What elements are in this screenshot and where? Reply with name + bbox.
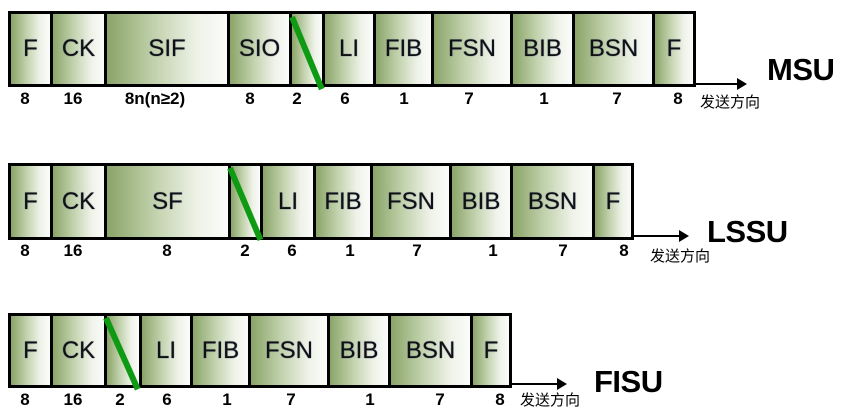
field-label: CK: [61, 35, 96, 62]
field-label: LI: [277, 187, 298, 215]
fisu-field-li: LI: [142, 316, 193, 385]
bit-count: 1: [222, 390, 232, 409]
field-label: BIB: [339, 336, 379, 364]
field-label: CK: [61, 336, 96, 364]
frame-type-title: MSU: [767, 52, 835, 87]
field-label: LI: [338, 35, 359, 62]
lssu-field-li: LI: [263, 166, 316, 237]
bit-count: 7: [558, 241, 568, 260]
bit-count: 8: [20, 89, 30, 108]
send-direction-label: 发送方向: [700, 93, 761, 111]
msu-field-ck: CK: [53, 14, 107, 84]
bit-count: 7: [412, 241, 422, 260]
fisu-field-f-open: F: [11, 316, 53, 385]
field-label: LI: [155, 336, 176, 364]
fisu-field-fsn: FSN: [251, 316, 330, 385]
send-direction-arrow-icon: [511, 378, 567, 390]
field-label: FSN: [265, 336, 313, 364]
bit-count: 8: [619, 241, 629, 260]
bit-count: 8: [495, 390, 505, 409]
send-direction-label: 发送方向: [650, 247, 711, 265]
field-label: FIB: [324, 187, 362, 215]
bit-count: 8: [673, 89, 683, 108]
bit-count: 6: [287, 241, 297, 260]
lssu-field-ck: CK: [53, 166, 107, 237]
bit-count: 1: [488, 241, 498, 260]
fisu-frame: F CK LI FIB FSN BIB BSN F: [8, 313, 512, 388]
bit-count: 6: [162, 390, 172, 409]
field-label: BIB: [461, 187, 501, 215]
bit-count: 1: [399, 89, 409, 108]
msu-field-fib: FIB: [376, 14, 434, 84]
bit-count: 1: [365, 390, 375, 409]
fisu-field-bsn: BSN: [391, 316, 473, 385]
bit-count: 8: [20, 241, 30, 260]
field-label: F: [23, 336, 38, 364]
bit-count: 2: [240, 241, 250, 260]
lssu-field-f-close: F: [595, 166, 631, 237]
field-label: FSN: [387, 187, 435, 215]
msu-field-f-close: F: [655, 14, 693, 84]
lssu-field-bib: BIB: [452, 166, 513, 237]
fisu-field-bib: BIB: [330, 316, 391, 385]
field-label: F: [483, 336, 499, 364]
lssu-field-sf: SF: [107, 166, 231, 237]
field-label: SF: [152, 187, 183, 215]
bit-count: 7: [435, 390, 445, 409]
lssu-field-fib: FIB: [316, 166, 373, 237]
bit-count: 1: [539, 89, 549, 108]
frame-type-title: LSSU: [707, 214, 788, 249]
field-label: BSN: [588, 35, 639, 62]
bit-count: 16: [63, 241, 83, 260]
bit-count: 8: [245, 89, 255, 108]
bit-count: 8n(n≥2): [124, 89, 186, 108]
bit-count: 1: [345, 241, 355, 260]
bit-count: 7: [464, 89, 474, 108]
send-direction-arrow-icon: [695, 78, 747, 90]
field-label: FIB: [384, 35, 423, 62]
bit-count: 16: [63, 390, 83, 409]
bit-count: 16: [63, 89, 83, 108]
field-label: BSN: [527, 187, 578, 215]
field-label: SIO: [238, 35, 281, 62]
lssu-field-f-open: F: [11, 166, 53, 237]
field-label: CK: [61, 187, 96, 215]
field-label: SIF: [148, 35, 186, 62]
field-label: FSN: [448, 35, 496, 62]
bit-count: 2: [115, 390, 125, 409]
msu-field-sio: SIO: [230, 14, 292, 84]
bit-count: 2: [292, 89, 302, 108]
msu-field-f-open: F: [11, 14, 53, 84]
field-label: F: [605, 187, 621, 215]
bit-count: 8: [20, 390, 30, 409]
field-label: F: [23, 35, 38, 62]
msu-field-bsn: BSN: [575, 14, 655, 84]
field-label: BIB: [523, 35, 562, 62]
msu-frame: F CK SIF SIO LI FIB FSN BIB BSN F: [8, 11, 696, 87]
bit-count: 7: [286, 390, 296, 409]
msu-field-li: LI: [325, 14, 376, 84]
fisu-field-f-close: F: [473, 316, 509, 385]
bit-count: 7: [612, 89, 622, 108]
send-direction-arrow-icon: [633, 230, 689, 242]
send-direction-label: 发送方向: [520, 391, 581, 409]
frame-type-title: FISU: [594, 364, 663, 399]
field-label: F: [23, 187, 38, 215]
field-label: BSN: [405, 336, 456, 364]
lssu-field-fsn: FSN: [373, 166, 452, 237]
field-label: FIB: [201, 336, 240, 364]
field-label: F: [666, 35, 682, 62]
fisu-field-ck: CK: [53, 316, 107, 385]
lssu-field-bsn: BSN: [513, 166, 595, 237]
lssu-frame: F CK SF LI FIB FSN BIB BSN F: [8, 163, 634, 240]
msu-field-fsn: FSN: [434, 14, 513, 84]
msu-field-bib: BIB: [513, 14, 575, 84]
bit-count: 6: [340, 89, 350, 108]
msu-field-sif: SIF: [107, 14, 230, 84]
fisu-field-fib: FIB: [193, 316, 251, 385]
bit-count: 8: [162, 241, 172, 260]
